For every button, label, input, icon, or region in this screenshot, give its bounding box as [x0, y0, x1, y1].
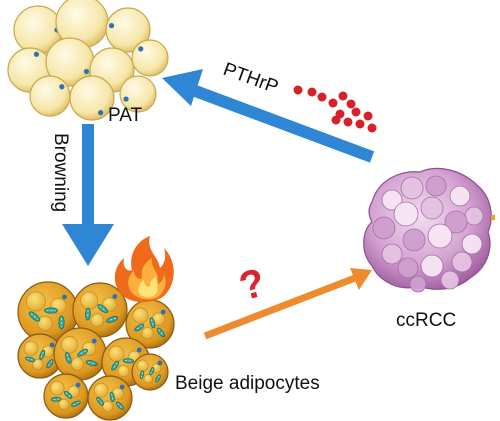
beige-adipocytes-label: Beige adipocytes: [175, 373, 320, 394]
pthrp-dot: [331, 115, 341, 125]
beige-adipocyte: [17, 333, 63, 379]
pthrp-dot: [367, 123, 377, 133]
beige-adipocyte-cluster-icon: [17, 281, 175, 421]
white-adipocyte: [119, 75, 157, 113]
beige-adipocyte: [125, 299, 175, 349]
beige-adipocyte: [87, 375, 133, 421]
pthrp-dot: [338, 91, 348, 101]
pthrp-dot: [363, 111, 373, 121]
pthrp-dot: [351, 107, 361, 117]
pthrp-dot: [328, 98, 338, 108]
white-adipocyte: [131, 39, 169, 77]
white-adipocyte: [29, 75, 71, 117]
pat-label: PAT: [108, 105, 143, 126]
white-adipocyte-cluster-icon: [7, 0, 169, 121]
pthrp-dot: [307, 87, 317, 97]
browning-label: Browning: [50, 133, 71, 212]
ccrcc-label: ccRCC: [396, 310, 456, 331]
white-adipocyte: [45, 37, 95, 87]
pthrp-dot: [343, 117, 353, 127]
pthrp-arrow: [162, 69, 375, 163]
beige-adipocyte: [17, 281, 79, 343]
tumor-marker: [491, 215, 495, 220]
flame-icon: [114, 236, 174, 303]
beige-adipocyte: [53, 327, 107, 381]
white-adipocyte: [105, 7, 151, 53]
pthrp-dot: [317, 92, 327, 102]
beige-adipocyte: [72, 282, 128, 338]
white-adipocyte: [69, 75, 115, 121]
pthrp-dots: [293, 85, 377, 133]
beige-adipocyte: [131, 353, 169, 391]
unknown-effect-arrow: [203, 268, 372, 340]
beige-adipocyte: [43, 373, 89, 419]
pthrp-dot: [355, 119, 365, 129]
ccrcc-tumor-icon: [363, 167, 495, 293]
question-mark: ?: [235, 261, 270, 310]
pthrp-label: PTHrP: [220, 59, 281, 98]
pthrp-dot: [293, 85, 303, 95]
pthrp-dot: [346, 99, 356, 109]
browning-arrow: [62, 124, 114, 266]
